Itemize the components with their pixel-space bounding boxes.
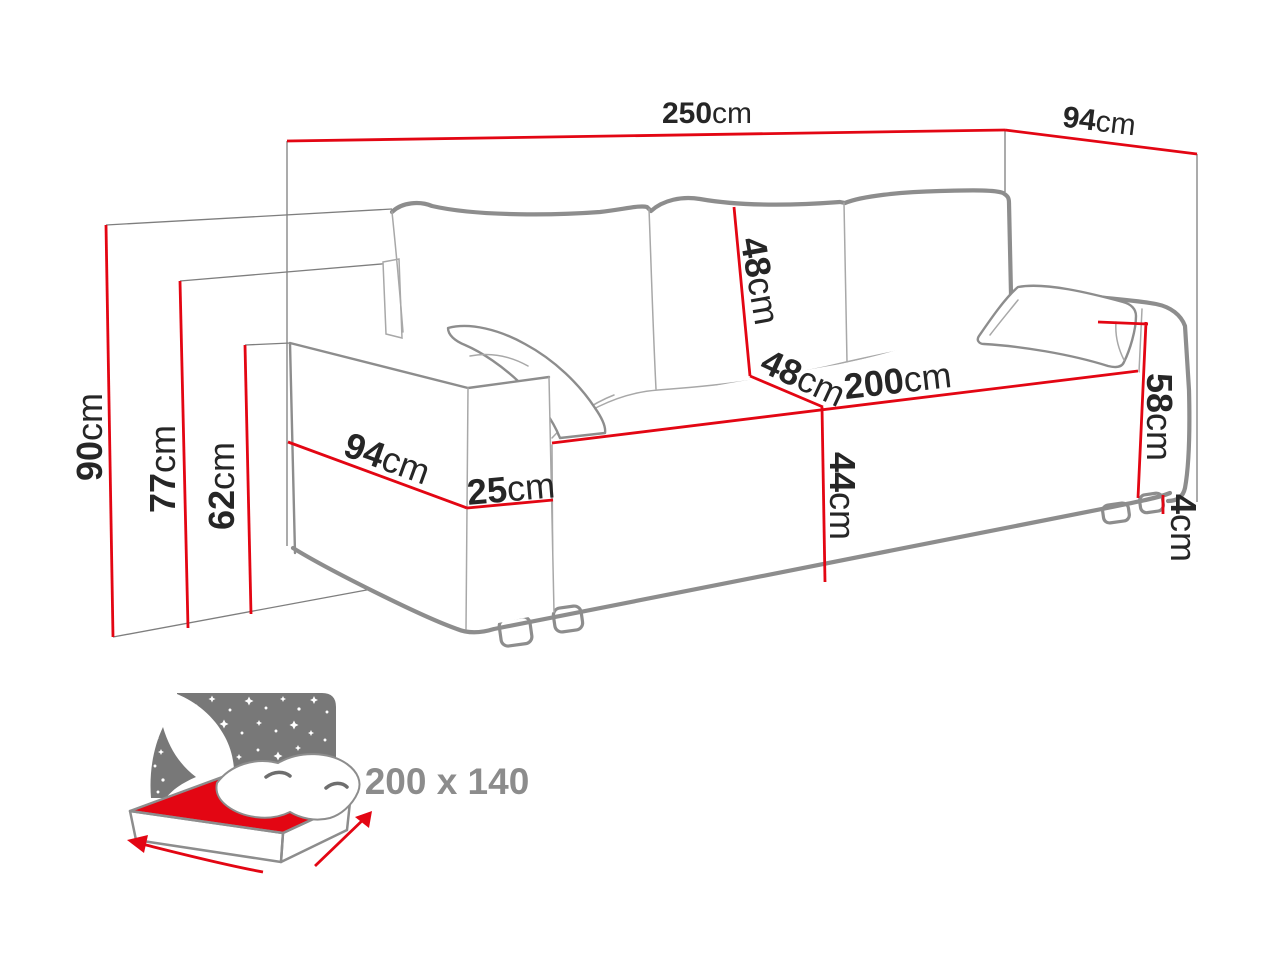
star-icon [236,754,242,760]
dim-line-seat-width [551,369,1139,445]
star-icon [264,706,268,710]
dim-label-armrest-width: 25cm [465,464,556,513]
star-icon [308,730,314,736]
dim-label-backrest-height: 77cm [142,425,183,513]
sleeping-area-label: 200 x 140 [365,761,530,802]
dim-line-overall-width [286,128,1006,143]
guide-backrest-height-top [179,262,394,282]
star-icon [185,743,189,747]
star-icon [256,748,260,752]
dim-line-seat-depth [749,374,824,409]
length-arrow-shaft [141,842,264,874]
sofa-leg [551,604,585,634]
bed-blanket [215,753,361,821]
dim-label-back-cushion-height: 48cm [732,234,788,328]
blanket-fold [264,770,292,779]
star-icon [273,751,283,761]
guide-floor-line [112,588,373,638]
star-icon [280,696,286,702]
base-bottom-edge [290,490,1173,635]
dim-label-overall-depth: 94cm [1061,101,1138,143]
star-icon [295,745,301,751]
star-icon [153,764,157,768]
dim-label-overall-width: 250cm [662,97,752,130]
stars [153,695,331,794]
dim-line-seat-height [820,406,827,583]
dim-line-back-cushion-height [732,206,752,377]
guide-armrest-height-top [244,342,291,346]
dim-line-backrest-height [178,280,190,629]
cushion-separator-1 [648,208,657,390]
star-icon [161,778,165,782]
sofa-base [456,296,1139,632]
dim-line-right-side-height [1097,320,1149,499]
sofa-sketch [288,188,1192,648]
star-icon [158,749,164,755]
left-armrest [290,343,554,630]
cushion-left-edge [391,211,404,333]
width-arrow-icon [314,811,372,868]
star-icon [218,768,226,776]
star-icon [187,719,193,725]
dim-label-seat-height: 44cm [822,452,863,540]
star-icon [297,707,301,711]
dim-line-armrest-width [466,498,554,510]
star-icon [323,738,327,742]
dim-line-armrest-height [243,344,253,615]
length-arrow-icon [127,835,264,874]
star-icon [240,731,244,735]
width-arrow-head [355,811,372,828]
length-arrow-head [127,835,148,853]
dim-label-leg-height: 4cm [1163,494,1204,562]
star-icon [219,719,229,729]
left-armrest-front-edge [465,376,555,630]
left-pillow-crease [469,353,529,367]
right-side-pillow [976,284,1138,369]
star-icon [310,696,318,704]
star-icon [204,776,208,780]
cushion-separator-2 [843,202,848,363]
star-icon [208,695,216,703]
width-arrow-shaft [314,815,367,868]
right-pillow-crease [989,299,1125,361]
star-icon [244,696,254,706]
dim-line-overall-depth [1004,128,1198,156]
star-icon [325,710,329,714]
star-icon [228,708,232,712]
guide-overall-height-top [105,208,393,226]
dimension-lines [104,128,1198,638]
dimension-guide-lines [105,130,1198,638]
back-frame-edge [382,258,403,339]
dim-label-overall-height: 90cm [69,393,110,481]
star-icon [256,720,262,726]
star-icon [194,704,198,708]
dim-label-right-side-height: 58cm [1139,373,1180,461]
dim-line-overall-height [104,224,115,638]
star-icon [219,745,223,749]
blanket-fold [324,781,349,790]
dim-label-seat-width: 200cm [842,354,954,407]
star-icon [204,728,208,732]
dimension-labels: 250cm 94cm 90cm 77cm 62cm 48cm 48cm 200c… [69,97,1204,562]
star-icon [274,729,278,733]
star-icon [289,720,299,730]
dim-line-armrest-depth [287,440,468,510]
star-icon [189,765,195,771]
back-cushions-top-edge [389,188,1014,297]
star-icon [156,790,160,794]
star-icon [155,736,159,740]
star-icon [198,749,206,757]
dim-label-armrest-height: 62cm [201,442,242,530]
left-armrest-top-edges [288,341,551,555]
right-armrest-inner-edge [1138,308,1143,373]
sofa-bed-starry-night-icon: 200 x 140 [127,693,530,874]
